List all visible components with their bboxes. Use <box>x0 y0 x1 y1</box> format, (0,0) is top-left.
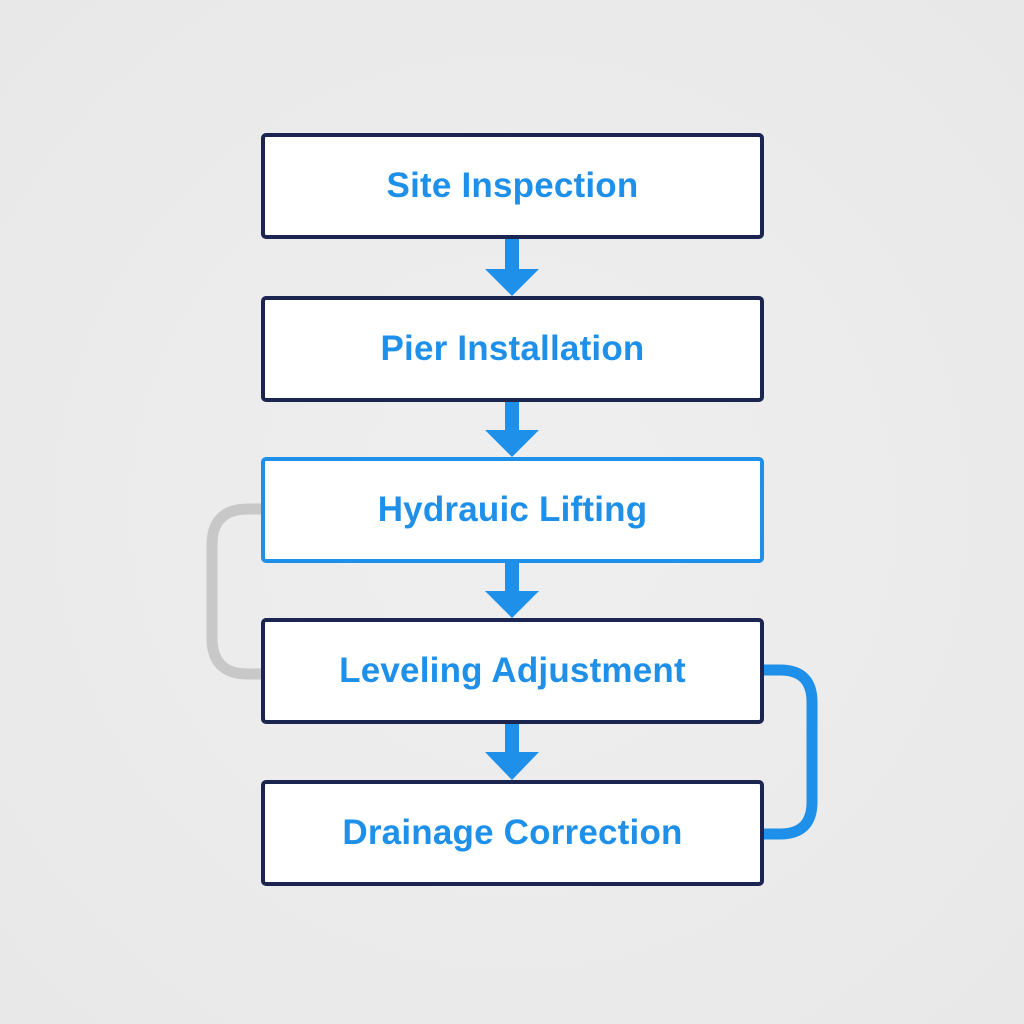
step-label: Drainage Correction <box>342 813 683 852</box>
arrow-3-4 <box>485 563 539 618</box>
step-hydraulic-lifting[interactable]: Hydrauic Lifting <box>261 457 764 563</box>
step-drainage-correction[interactable]: Drainage Correction <box>261 780 764 886</box>
step-leveling-adjustment[interactable]: Leveling Adjustment <box>261 618 764 724</box>
step-site-inspection[interactable]: Site Inspection <box>261 133 764 239</box>
loop-right-connector <box>758 664 818 840</box>
arrow-4-5 <box>485 724 539 780</box>
arrow-1-2 <box>485 239 539 296</box>
step-pier-installation[interactable]: Pier Installation <box>261 296 764 402</box>
step-label: Site Inspection <box>386 166 639 205</box>
arrow-2-3 <box>485 402 539 457</box>
step-label: Hydrauic Lifting <box>377 490 648 529</box>
step-label: Pier Installation <box>380 329 645 368</box>
loop-left-connector <box>206 503 267 680</box>
step-label: Leveling Adjustment <box>339 651 686 690</box>
